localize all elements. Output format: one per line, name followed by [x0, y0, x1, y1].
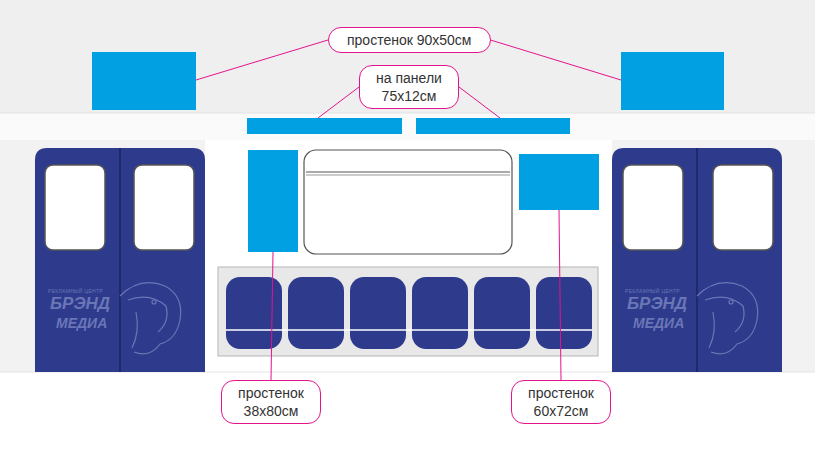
callout-text: на панели 75x12см	[370, 69, 448, 105]
door-right	[612, 148, 782, 372]
seat-bench	[218, 267, 598, 356]
ad-place	[519, 154, 599, 210]
car-wall-ends	[0, 140, 815, 372]
callout-box: простенок 90x50см	[328, 27, 491, 53]
seats	[226, 277, 592, 349]
callout-box: на панели 75x12см	[359, 65, 459, 109]
ad-place	[621, 52, 724, 110]
leader-line	[559, 210, 561, 380]
callout-text: простенок 90x50см	[347, 31, 472, 49]
watermark-text: МЕДИА	[56, 315, 107, 331]
ad-place	[416, 118, 570, 134]
ad-place	[92, 52, 196, 110]
ad-place	[247, 118, 402, 134]
window-frame	[306, 172, 510, 173]
callout-text: простенок 38x80см	[232, 384, 310, 420]
callout-text: простенок 60x72см	[522, 384, 600, 420]
leader-line	[271, 252, 273, 380]
callout-box: простенок 60x72см	[511, 380, 611, 424]
leader-line	[459, 87, 500, 118]
ceiling-strip	[0, 113, 815, 140]
ceiling	[0, 0, 815, 113]
leader-line	[196, 40, 328, 80]
watermark-text: БРЭНД	[50, 294, 110, 314]
watermark-text: БРЭНД	[627, 294, 687, 314]
watermark-text: РЕКЛАМНЫЙ ЦЕНТР	[48, 288, 103, 294]
watermark-text: МЕДИА	[633, 315, 684, 331]
ceiling-edge	[0, 113, 815, 114]
car-window	[304, 150, 512, 254]
leader-line	[318, 87, 359, 118]
window-frame	[306, 175, 510, 176]
car-wall	[205, 140, 612, 372]
ad-place	[248, 150, 298, 252]
watermark-text: РЕКЛАМНЫЙ ЦЕНТР	[625, 288, 680, 294]
leader-line	[491, 40, 622, 80]
door-left	[35, 148, 205, 372]
callout-box: простенок 38x80см	[221, 380, 321, 424]
